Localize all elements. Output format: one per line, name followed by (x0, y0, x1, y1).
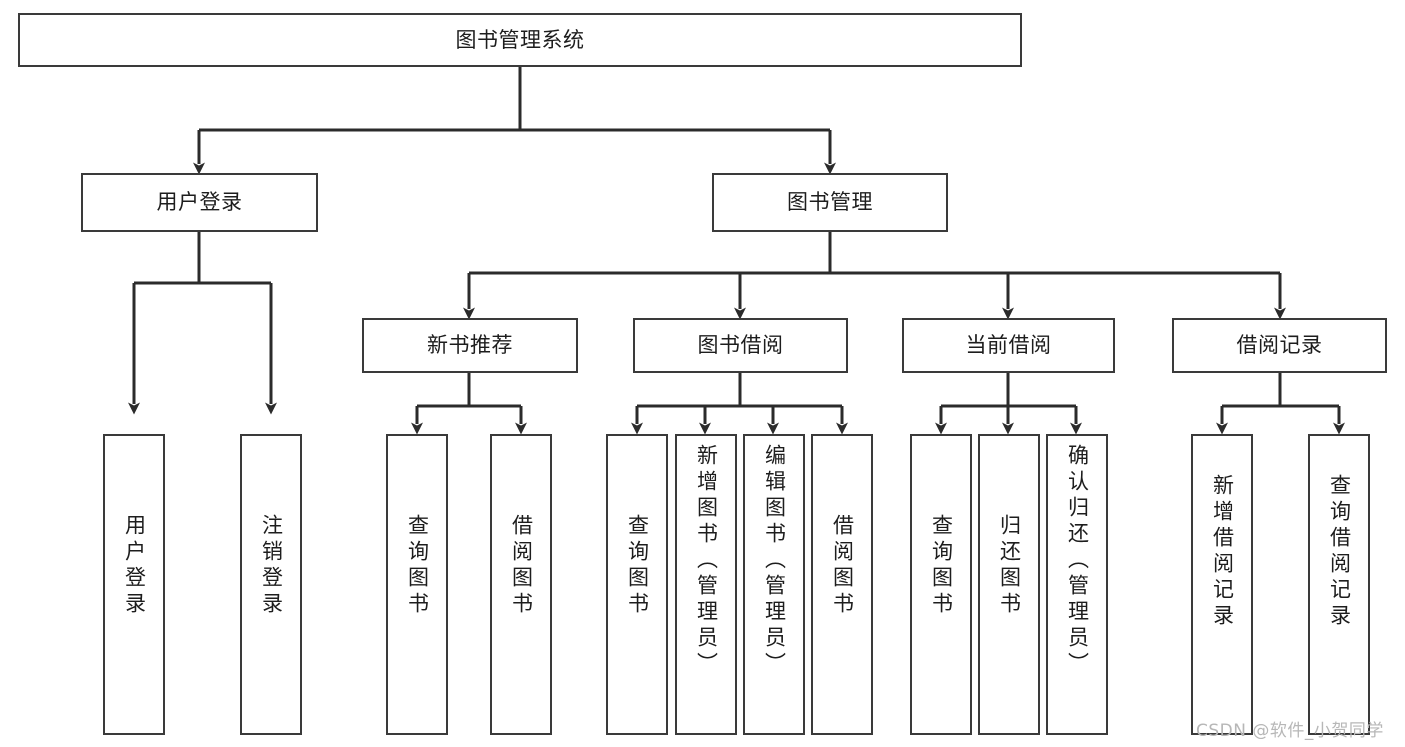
node-root[interactable]: 图书管理系统 (18, 13, 1022, 67)
leaf-user-login-1-label: 注销登录 (259, 514, 284, 618)
leaf-borrow-record-0-label: 新增借阅记录 (1210, 474, 1235, 630)
leaf-new-book-0-label: 查询图书 (405, 514, 430, 618)
leaf-borrow-book-2[interactable]: 编辑图书（管理员） (743, 434, 805, 735)
leaf-borrow-book-0-label: 查询图书 (625, 514, 650, 618)
node-user-login-label: 用户登录 (156, 190, 243, 215)
leaf-new-book-1[interactable]: 借阅图书 (490, 434, 552, 735)
leaf-borrow-book-2-label: 编辑图书（管理员） (762, 444, 787, 678)
leaf-current-borrow-0[interactable]: 查询图书 (910, 434, 972, 735)
leaf-current-borrow-1[interactable]: 归还图书 (978, 434, 1040, 735)
leaf-new-book-0[interactable]: 查询图书 (386, 434, 448, 735)
leaf-borrow-book-3-label: 借阅图书 (830, 514, 855, 618)
node-book-management-label: 图书管理 (787, 190, 873, 215)
leaf-current-borrow-2-label: 确认归还（管理员） (1065, 444, 1090, 678)
leaf-borrow-record-1-label: 查询借阅记录 (1327, 474, 1352, 630)
node-current-borrow-label: 当前借阅 (965, 333, 1052, 358)
node-new-book-recommend-label: 新书推荐 (427, 333, 513, 358)
node-user-login[interactable]: 用户登录 (81, 173, 318, 232)
leaf-user-login-0[interactable]: 用户登录 (103, 434, 165, 735)
node-book-management[interactable]: 图书管理 (712, 173, 948, 232)
leaf-borrow-record-0[interactable]: 新增借阅记录 (1191, 434, 1253, 735)
node-book-borrow-label: 图书借阅 (697, 333, 784, 358)
watermark-csdn: CSDN @软件_小贺同学 (1196, 721, 1384, 741)
leaf-current-borrow-1-label: 归还图书 (997, 514, 1022, 618)
leaf-current-borrow-2[interactable]: 确认归还（管理员） (1046, 434, 1108, 735)
node-current-borrow[interactable]: 当前借阅 (902, 318, 1115, 373)
leaf-current-borrow-0-label: 查询图书 (929, 514, 954, 618)
node-new-book-recommend[interactable]: 新书推荐 (362, 318, 578, 373)
node-borrow-record[interactable]: 借阅记录 (1172, 318, 1387, 373)
node-book-borrow[interactable]: 图书借阅 (633, 318, 848, 373)
node-borrow-record-label: 借阅记录 (1236, 333, 1323, 358)
leaf-borrow-book-1-label: 新增图书（管理员） (694, 444, 719, 678)
leaf-new-book-1-label: 借阅图书 (509, 514, 534, 618)
leaf-user-login-1[interactable]: 注销登录 (240, 434, 302, 735)
node-root-label: 图书管理系统 (455, 27, 585, 52)
leaf-user-login-0-label: 用户登录 (122, 514, 147, 618)
leaf-borrow-book-3[interactable]: 借阅图书 (811, 434, 873, 735)
leaf-borrow-record-1[interactable]: 查询借阅记录 (1308, 434, 1370, 735)
leaf-borrow-book-0[interactable]: 查询图书 (606, 434, 668, 735)
leaf-borrow-book-1[interactable]: 新增图书（管理员） (675, 434, 737, 735)
